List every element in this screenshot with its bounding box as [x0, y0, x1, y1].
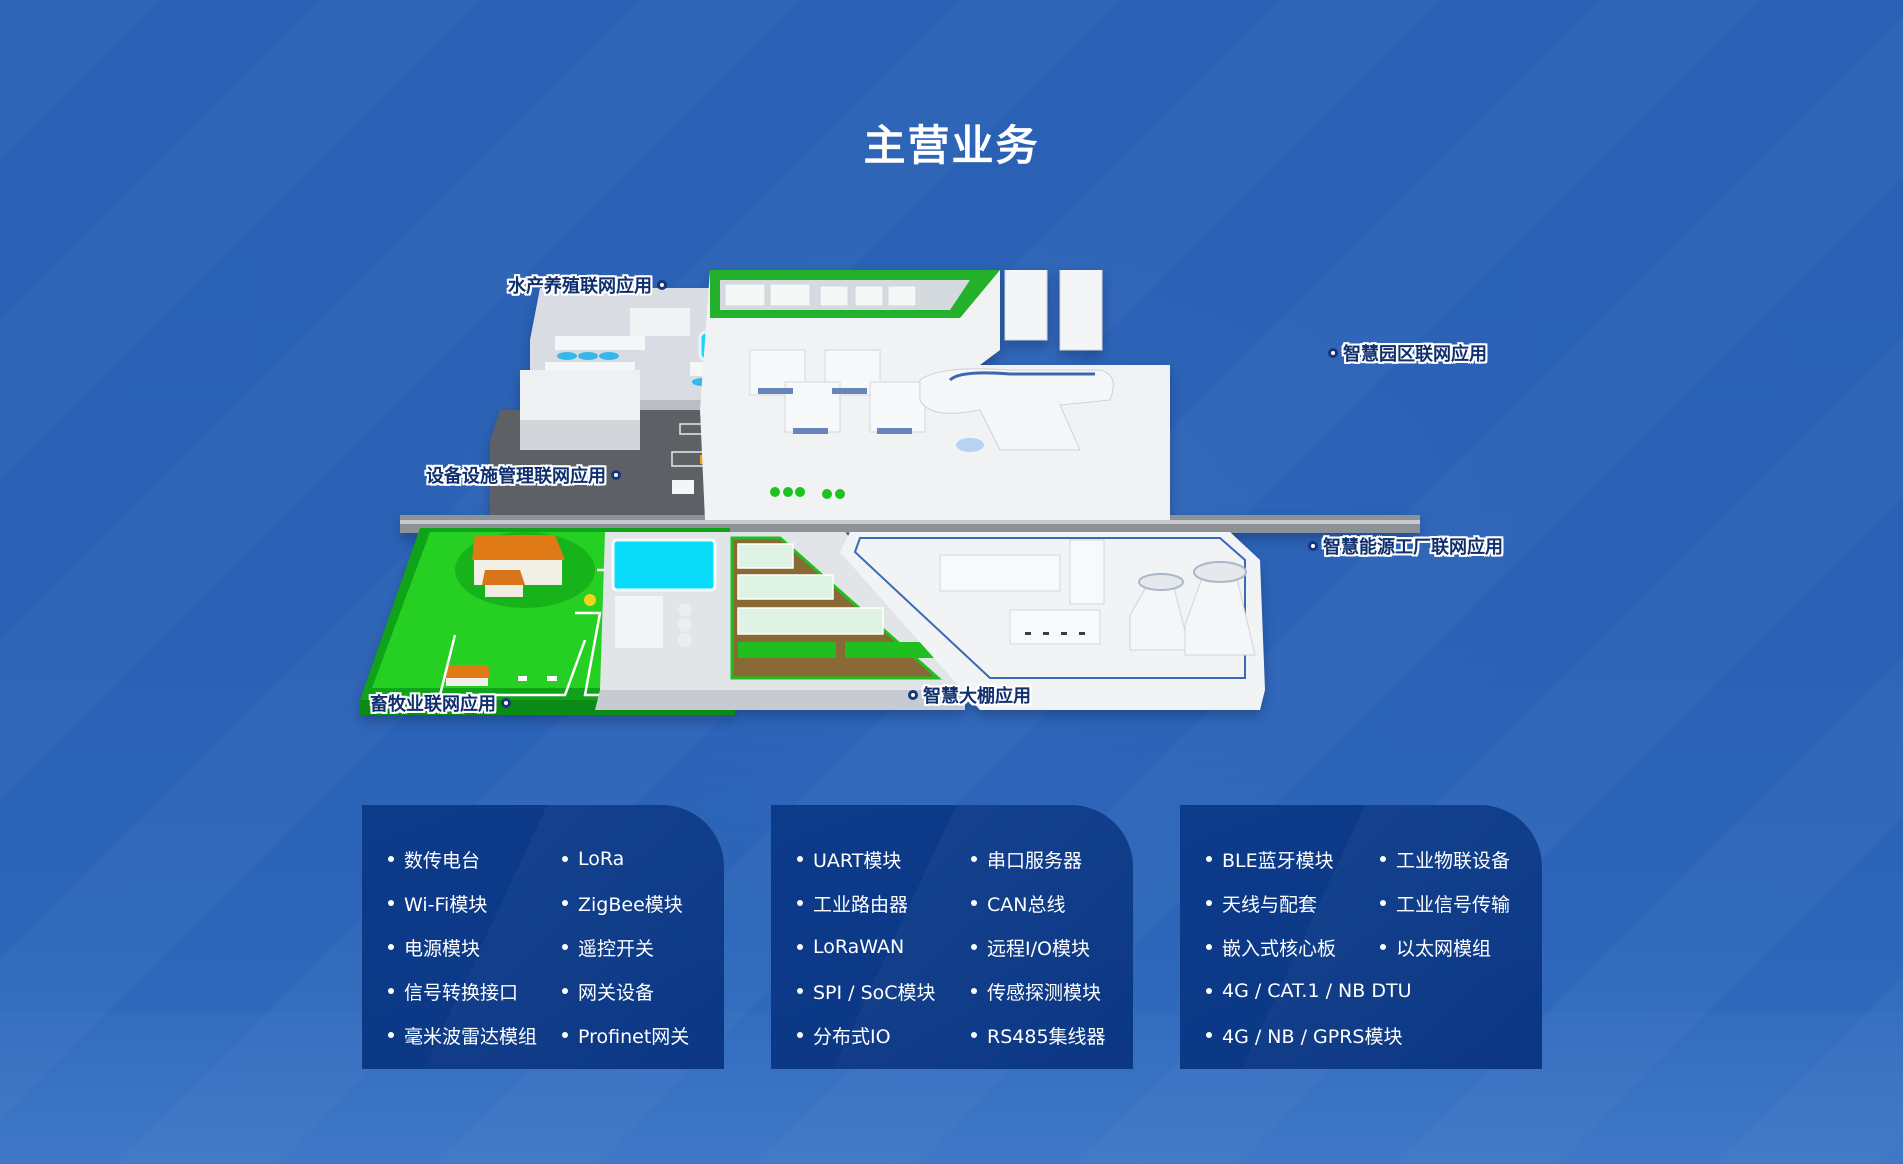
product-item[interactable]: 工业路由器 — [797, 891, 971, 916]
bullet-icon — [388, 856, 394, 862]
product-list: BLE蓝牙模块 工业物联设备 天线与配套 工业信号传输 嵌入式核心板 以太网模组… — [1206, 847, 1542, 1048]
product-item[interactable]: 毫米波雷达模组 — [388, 1023, 562, 1048]
product-item[interactable]: 天线与配套 — [1206, 891, 1380, 916]
bullet-icon — [1380, 944, 1386, 950]
product-list: 数传电台 LoRa Wi-Fi模块 ZigBee模块 电源模块 遥控开关 信号转… — [388, 847, 724, 1048]
location-dot-icon — [657, 280, 667, 290]
bullet-icon — [388, 988, 394, 994]
bullet-icon — [562, 988, 568, 994]
bullet-icon — [562, 1032, 568, 1038]
bullet-icon — [388, 1032, 394, 1038]
label-facility-management[interactable]: 设备设施管理联网应用 — [426, 462, 621, 488]
bullet-icon — [1206, 988, 1212, 994]
product-item[interactable]: LoRaWAN — [797, 935, 971, 959]
product-item[interactable]: 嵌入式核心板 — [1206, 935, 1380, 960]
product-item[interactable]: SPI / SoC模块 — [797, 979, 971, 1004]
bullet-icon — [1206, 1032, 1212, 1038]
product-item[interactable]: 分布式IO — [797, 1023, 971, 1048]
location-dot-icon — [1328, 348, 1338, 358]
product-item[interactable]: 串口服务器 — [971, 847, 1121, 872]
product-cards: 数传电台 LoRa Wi-Fi模块 ZigBee模块 电源模块 遥控开关 信号转… — [362, 805, 1542, 1069]
product-item[interactable]: 网关设备 — [562, 979, 712, 1004]
bullet-icon — [388, 944, 394, 950]
product-item[interactable]: 以太网模组 — [1380, 935, 1530, 960]
page-title: 主营业务 — [863, 121, 1040, 170]
product-item[interactable]: 数传电台 — [388, 847, 562, 872]
bullet-icon — [562, 856, 568, 862]
product-item[interactable]: CAN总线 — [971, 891, 1121, 916]
bullet-icon — [797, 900, 803, 906]
smart-energy-factory-zone — [840, 532, 1265, 710]
label-aquaculture[interactable]: 水产养殖联网应用 — [508, 272, 667, 298]
smart-park-zone — [700, 229, 1170, 520]
product-item[interactable]: Profinet网关 — [562, 1023, 712, 1048]
bullet-icon — [797, 1032, 803, 1038]
bullet-icon — [971, 944, 977, 950]
label-livestock[interactable]: 畜牧业联网应用 — [370, 690, 511, 716]
bullet-icon — [1206, 856, 1212, 862]
bullet-icon — [1380, 856, 1386, 862]
product-item[interactable]: 电源模块 — [388, 935, 562, 960]
product-item[interactable]: Wi-Fi模块 — [388, 891, 562, 916]
product-item[interactable]: 4G / NB / GPRS模块 — [1206, 1023, 1530, 1048]
bullet-icon — [1206, 900, 1212, 906]
product-item[interactable]: UART模块 — [797, 847, 971, 872]
product-list: UART模块 串口服务器 工业路由器 CAN总线 LoRaWAN 远程I/O模块… — [797, 847, 1133, 1048]
bullet-icon — [797, 988, 803, 994]
product-item[interactable]: LoRa — [562, 847, 712, 871]
product-item[interactable]: ZigBee模块 — [562, 891, 712, 916]
product-item[interactable]: RS485集线器 — [971, 1023, 1121, 1048]
product-item[interactable]: 信号转换接口 — [388, 979, 562, 1004]
product-item[interactable]: 传感探测模块 — [971, 979, 1121, 1004]
bullet-icon — [971, 988, 977, 994]
label-smart-energy-factory[interactable]: 智慧能源工厂联网应用 — [1308, 533, 1503, 559]
bullet-icon — [971, 856, 977, 862]
product-card-1: 数传电台 LoRa Wi-Fi模块 ZigBee模块 电源模块 遥控开关 信号转… — [362, 805, 724, 1069]
product-item[interactable]: 远程I/O模块 — [971, 935, 1121, 960]
bullet-icon — [971, 1032, 977, 1038]
label-smart-park[interactable]: 智慧园区联网应用 — [1328, 340, 1487, 366]
product-item[interactable]: 4G / CAT.1 / NB DTU — [1206, 979, 1530, 1003]
bullet-icon — [388, 900, 394, 906]
product-card-3: BLE蓝牙模块 工业物联设备 天线与配套 工业信号传输 嵌入式核心板 以太网模组… — [1180, 805, 1542, 1069]
location-dot-icon — [908, 690, 918, 700]
product-item[interactable]: 遥控开关 — [562, 935, 712, 960]
bullet-icon — [1380, 900, 1386, 906]
bullet-icon — [1206, 944, 1212, 950]
bullet-icon — [797, 944, 803, 950]
bullet-icon — [562, 944, 568, 950]
location-dot-icon — [1308, 541, 1318, 551]
product-item[interactable]: BLE蓝牙模块 — [1206, 847, 1380, 872]
product-card-2: UART模块 串口服务器 工业路由器 CAN总线 LoRaWAN 远程I/O模块… — [771, 805, 1133, 1069]
product-item[interactable]: 工业信号传输 — [1380, 891, 1530, 916]
isometric-city-graphic — [360, 229, 1420, 715]
iot-application-illustration: 水产养殖联网应用 设备设施管理联网应用 畜牧业联网应用 智慧大棚应用 智慧园区联… — [360, 229, 1540, 730]
bullet-icon — [562, 900, 568, 906]
location-dot-icon — [611, 470, 621, 480]
location-dot-icon — [501, 698, 511, 708]
product-item[interactable]: 工业物联设备 — [1380, 847, 1530, 872]
bullet-icon — [797, 856, 803, 862]
bullet-icon — [971, 900, 977, 906]
label-smart-greenhouse[interactable]: 智慧大棚应用 — [908, 682, 1031, 708]
